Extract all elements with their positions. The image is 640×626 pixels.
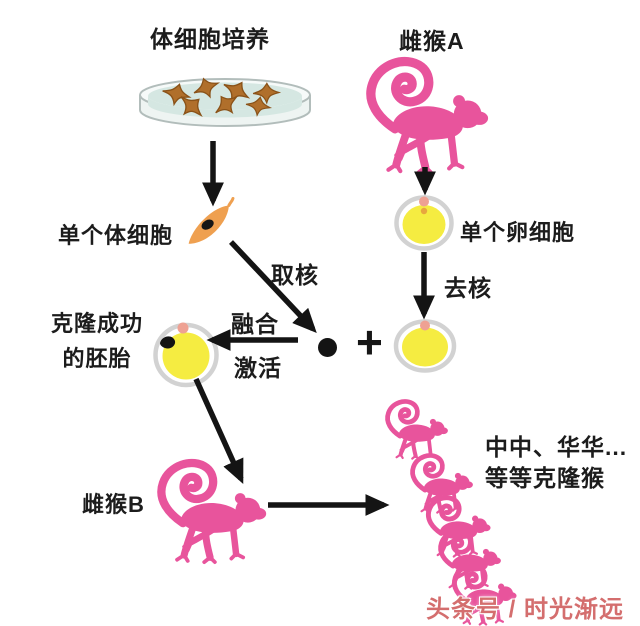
petri-dish-icon	[139, 74, 311, 127]
somatic-cell-icon	[188, 196, 235, 244]
label-single-somatic-cell: 单个体细胞	[58, 223, 174, 248]
plus-sign: +	[356, 316, 383, 368]
label-female-monkey-a: 雌猴A	[399, 28, 465, 54]
watermark: 头条号 / 时光渐远	[426, 596, 625, 623]
label-cloned-embryo-line1: 克隆成功	[50, 311, 143, 336]
label-cloned-monkeys-line1: 中中、华华...	[485, 434, 628, 460]
monkey-b-icon	[161, 463, 266, 562]
nucleus-dot-icon	[318, 338, 337, 357]
enucleated-egg-icon	[393, 319, 457, 373]
arrow-embryo-to-monkey-b	[193, 377, 244, 485]
label-cloned-monkeys-line2: 等等克隆猴	[485, 465, 605, 491]
egg-cell-icon	[394, 195, 454, 251]
label-remove-nucleus: 去核	[444, 275, 492, 301]
label-female-monkey-b: 雌猴B	[82, 492, 145, 517]
embryo-icon	[153, 322, 219, 388]
arrow-extract-nucleus	[228, 240, 317, 334]
label-cloned-embryo: 克隆成功 的胚胎	[38, 306, 156, 376]
label-cloned-monkeys: 中中、华华... 等等克隆猴	[485, 432, 627, 494]
label-extract-nucleus: 取核	[271, 262, 319, 288]
label-activation: 激活	[234, 355, 282, 381]
monkey-a-icon	[371, 62, 488, 173]
label-somatic-cell-culture: 体细胞培养	[150, 26, 270, 52]
label-fusion: 融合	[231, 311, 279, 337]
label-single-egg-cell: 单个卵细胞	[460, 220, 576, 245]
cloned-monkey-icon-1	[388, 401, 448, 458]
label-cloned-embryo-line2: 的胚胎	[62, 346, 132, 371]
cloned-monkey-icon-2	[413, 455, 473, 512]
